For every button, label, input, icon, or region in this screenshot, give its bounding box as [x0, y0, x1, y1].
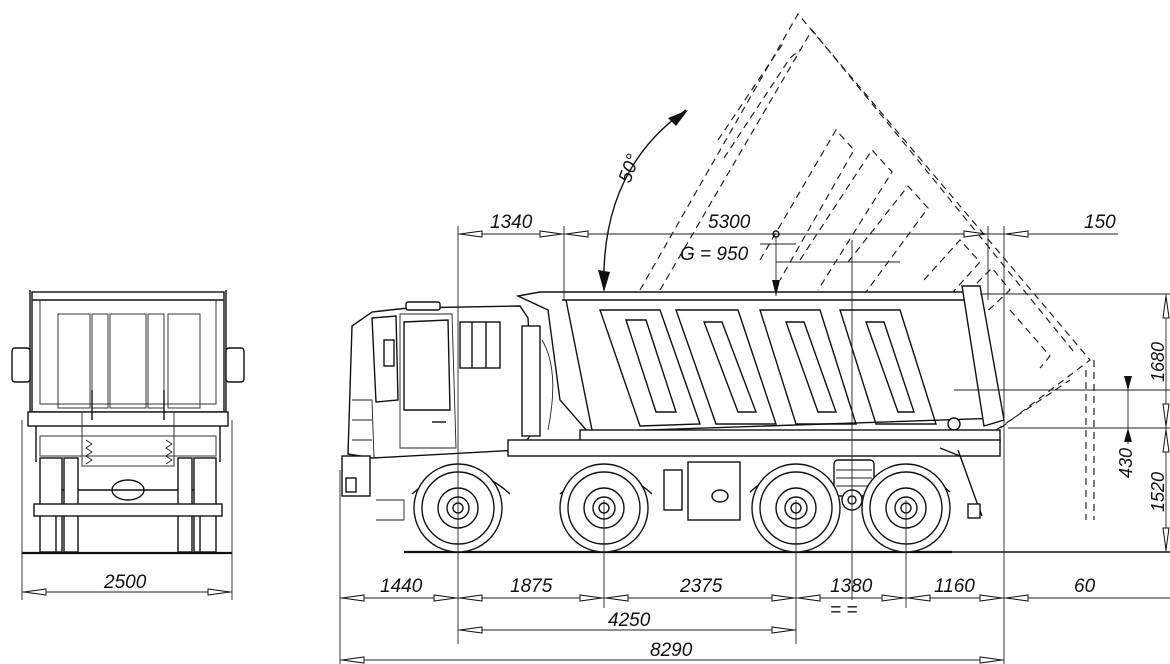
dim-body-length: 5300	[708, 212, 751, 233]
tip-angle-arc	[598, 109, 688, 292]
dim-rear-width: 2500	[103, 572, 147, 593]
rear-view	[11, 290, 245, 600]
dim-frame-height: 1520	[1148, 472, 1168, 512]
dim-rear-overhang: 60	[1074, 576, 1096, 597]
right-vertical-dimensions	[1124, 294, 1170, 552]
dim-tip-angle: 50°	[615, 151, 645, 186]
bottom-dimension-lines	[340, 594, 1170, 664]
side-view	[339, 12, 1170, 664]
dim-wheelbase-to-bogie: 4250	[608, 610, 651, 631]
dump-body	[515, 285, 1005, 445]
witness-lines	[339, 226, 1170, 664]
dim-axle-spacing-2: 2375	[679, 576, 723, 597]
dim-cab-to-body: 1340	[490, 212, 533, 233]
dim-axle-spacing-3: 1380	[830, 576, 873, 597]
dim-front-overhang: 1440	[380, 576, 423, 597]
dim-axle-spacing-4: 1160	[934, 576, 975, 597]
tipped-body-outline	[639, 12, 1095, 520]
dim-overall-length: 8290	[650, 640, 693, 661]
g-label: G = 950	[680, 244, 749, 265]
truck-cab	[341, 301, 554, 521]
centre-mark: = =	[830, 600, 857, 621]
dim-body-rear-overhang: 150	[1084, 212, 1116, 233]
dim-body-height: 1680	[1148, 342, 1168, 382]
chassis	[507, 439, 1001, 521]
top-dimension-line	[458, 230, 1118, 296]
dim-tailgate-clearance: 430	[1116, 448, 1136, 478]
dim-axle-spacing-1: 1875	[510, 576, 553, 597]
